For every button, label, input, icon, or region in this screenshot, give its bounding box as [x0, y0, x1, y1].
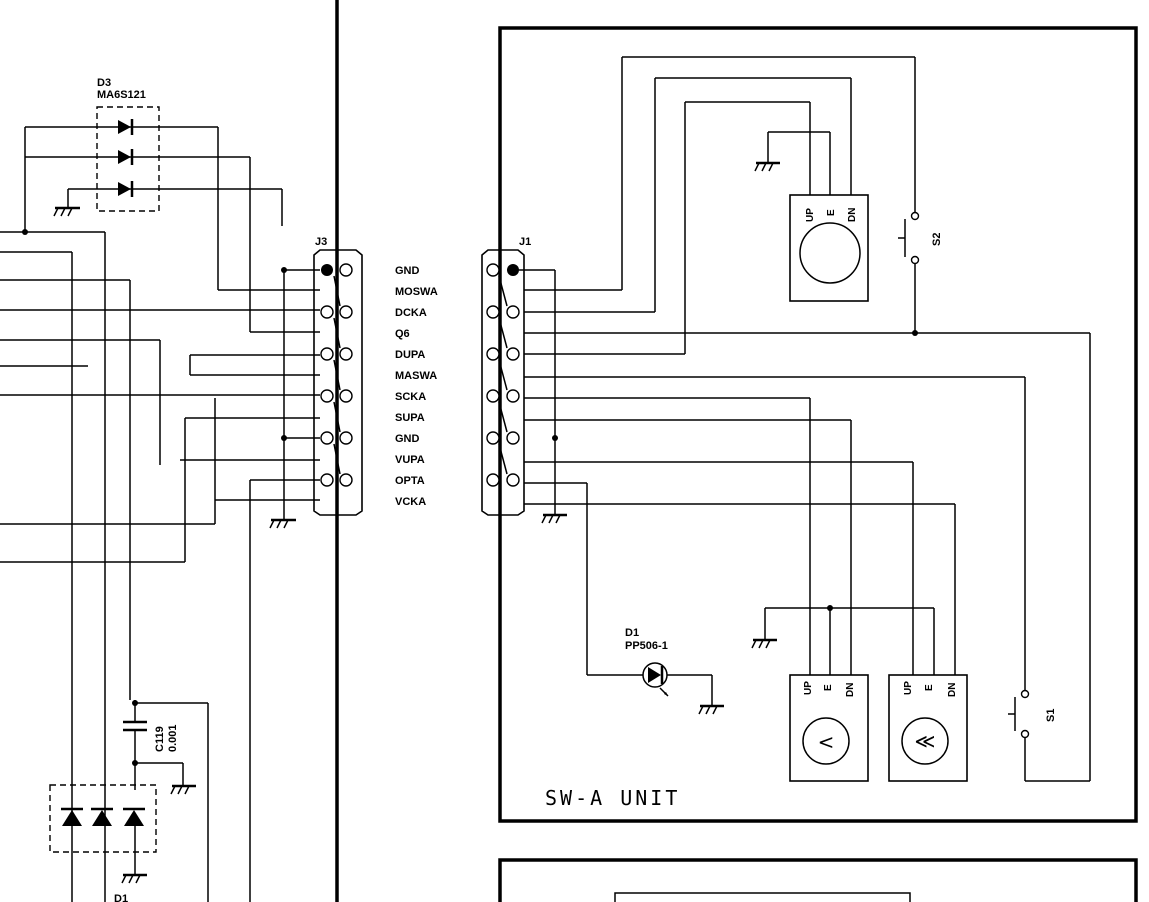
d3-diode-array: D3 MA6S121	[25, 77, 282, 212]
d1-led: D1 PP506-1	[625, 627, 713, 706]
bottom-diode-array: D1	[49, 784, 157, 902]
signal-label: SUPA	[395, 412, 425, 424]
ground-symbol	[269, 518, 296, 529]
j3-connector: J3	[313, 236, 363, 516]
ground-symbol	[53, 189, 80, 217]
signal-labels: GND MOSWA DCKA Q6 DUPA MASWA SCKA SUPA G…	[395, 265, 438, 508]
d1-part: PP506-1	[625, 640, 668, 652]
encoder-e-label: E	[826, 209, 837, 216]
encoder-double-step: ≪ UP E DN	[888, 674, 968, 782]
encoder-e-label: E	[823, 684, 834, 691]
ground-symbol	[698, 704, 724, 715]
c119-value: 0.001	[167, 724, 179, 752]
ground-symbol	[754, 161, 780, 172]
d1-ref: D1	[625, 627, 639, 639]
signal-label: MOSWA	[395, 286, 438, 298]
encoder-up-label: UP	[803, 681, 814, 695]
top-encoder: UP E DN	[789, 194, 869, 302]
signal-label: OPTA	[395, 475, 425, 487]
ground-symbol	[170, 784, 196, 795]
signal-label: DCKA	[395, 307, 427, 319]
d3-diode-1	[25, 119, 218, 135]
signal-label: VUPA	[395, 454, 425, 466]
d3-part: MA6S121	[97, 89, 146, 101]
left-bus-wires	[0, 251, 320, 902]
j3-ref: J3	[315, 236, 327, 248]
s2-label: S2	[931, 233, 943, 246]
d3-ref: D3	[97, 77, 111, 89]
signal-label: MASWA	[395, 370, 437, 382]
ground-symbol	[121, 873, 147, 884]
d3-diode-3	[68, 181, 282, 197]
s1-label: S1	[1045, 709, 1057, 722]
bottom-diode-ref: D1	[114, 893, 128, 902]
s2-switch: S2	[898, 211, 943, 265]
signal-label: SCKA	[395, 391, 426, 403]
signal-label: DUPA	[395, 349, 425, 361]
signal-label: VCKA	[395, 496, 426, 508]
ground-symbol	[541, 513, 567, 524]
j1-connector: J1	[481, 236, 531, 516]
encoder-dn-label: DN	[847, 208, 858, 222]
j1-ref: J1	[519, 236, 531, 248]
encoder-dn-label: DN	[845, 683, 856, 697]
encoder-e-label: E	[924, 684, 935, 691]
signal-label: GND	[395, 265, 420, 277]
lower-board	[498, 858, 1138, 902]
knob-double-symbol: ≪	[915, 729, 936, 753]
sw-a-unit-label: SW-A UNIT	[545, 786, 680, 810]
c119-ref: C119	[154, 726, 166, 752]
encoder-up-label: UP	[805, 208, 816, 222]
c119-capacitor: C119 0.001	[123, 700, 209, 902]
signal-label: Q6	[395, 328, 410, 340]
knob-single-symbol: <	[818, 730, 835, 754]
encoder-single-step: < UP E DN	[789, 674, 869, 782]
signal-label: GND	[395, 433, 420, 445]
encoder-dn-label: DN	[947, 683, 958, 697]
encoder-up-label: UP	[903, 681, 914, 695]
d3-diode-2	[25, 149, 250, 165]
sw-a-unit-board	[498, 26, 1138, 823]
s1-switch: S1	[1008, 689, 1057, 739]
sw-a-wiring	[519, 56, 1091, 782]
ground-symbol	[751, 638, 777, 649]
